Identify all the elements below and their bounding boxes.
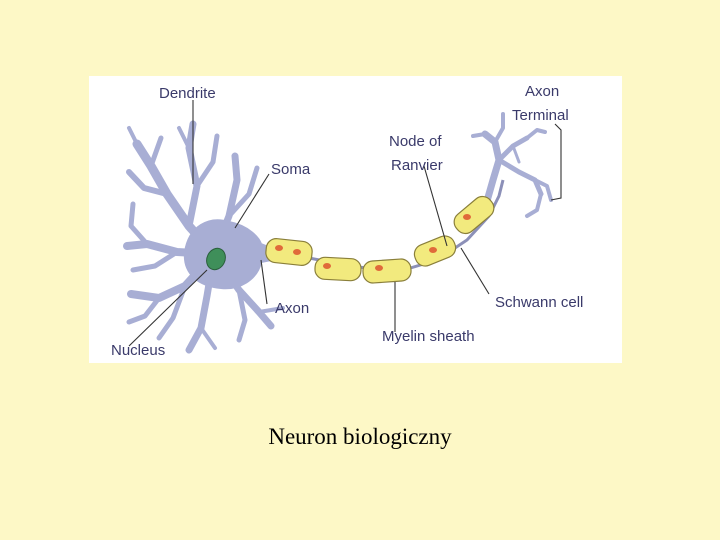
neuron-diagram: Dendrite Soma Node of Ranvier Axon Termi… — [89, 76, 622, 363]
label-dendrite: Dendrite — [159, 85, 216, 102]
label-nucleus: Nucleus — [111, 342, 165, 359]
label-schwann-cell: Schwann cell — [495, 294, 583, 311]
soma-body — [183, 219, 272, 290]
schwann-nuclei — [275, 214, 471, 271]
caption: Neuron biologiczny — [268, 424, 452, 449]
label-soma: Soma — [271, 161, 311, 178]
nucleus-shape — [206, 247, 226, 271]
label-node-of-ranvier-line2: Ranvier — [391, 157, 443, 174]
label-node-of-ranvier-line1: Node of — [389, 133, 442, 150]
label-axon-terminal-line2: Terminal — [512, 107, 569, 124]
label-axon: Axon — [275, 300, 309, 317]
axon-terminal — [471, 112, 553, 218]
label-axon-terminal-line1: Axon — [525, 83, 559, 100]
leader-lines — [128, 100, 562, 347]
label-myelin-sheath: Myelin sheath — [382, 328, 475, 345]
